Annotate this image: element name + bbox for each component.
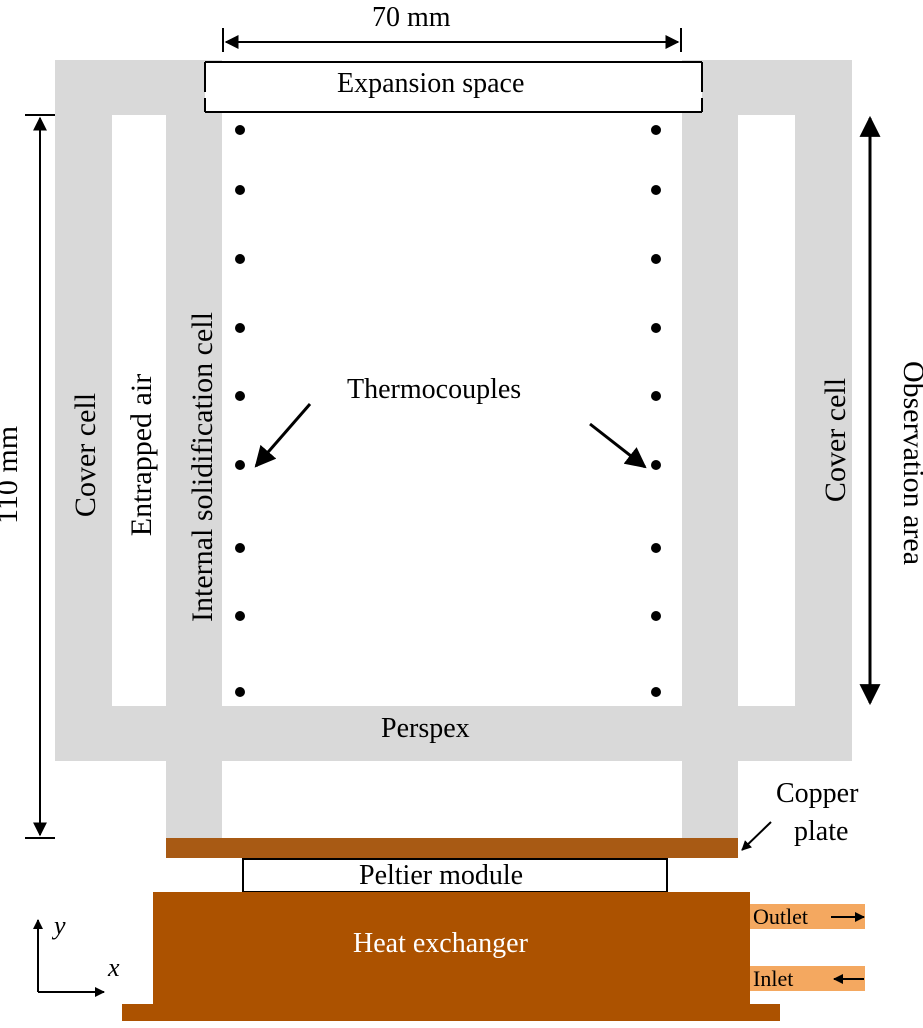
copper-plate-label-line1: Copper xyxy=(776,778,859,809)
height-dimension-label: 110 mm xyxy=(0,425,24,525)
heat-exchanger-base xyxy=(122,1004,780,1021)
coordinate-axes xyxy=(33,919,105,997)
outlet-label: Outlet xyxy=(753,904,808,929)
thermocouple-point xyxy=(235,687,245,697)
cover-cell-left-label: Cover cell xyxy=(69,392,102,518)
copper-plate-label-line2: plate xyxy=(794,816,849,847)
thermocouples-label: Thermocouples xyxy=(347,374,522,405)
thermocouples-left xyxy=(235,125,245,697)
observation-area-label: Observation area xyxy=(897,360,923,566)
inlet-label: Inlet xyxy=(753,966,794,991)
width-dimension-label: 70 mm xyxy=(372,2,451,33)
thermocouple-point xyxy=(235,543,245,553)
thermocouple-point xyxy=(235,460,245,470)
thermocouple-point xyxy=(235,185,245,195)
thermocouple-point xyxy=(651,125,661,135)
height-dimension xyxy=(25,114,55,839)
thermocouple-point xyxy=(235,254,245,264)
thermocouple-point xyxy=(235,323,245,333)
thermocouple-point xyxy=(651,185,661,195)
perspex-left-outer xyxy=(55,60,112,760)
perspex-frame xyxy=(55,60,852,838)
thermocouple-point xyxy=(651,254,661,264)
thermocouple-arrow-right xyxy=(589,422,647,469)
thermocouple-point xyxy=(235,611,245,621)
thermocouple-point xyxy=(235,125,245,135)
peltier-module-box xyxy=(242,858,668,893)
thermocouple-point xyxy=(651,543,661,553)
axis-x-label: x xyxy=(108,953,120,982)
thermocouple-point xyxy=(651,323,661,333)
width-dimension xyxy=(222,28,682,52)
perspex-bottom xyxy=(55,706,852,761)
thermocouple-point xyxy=(235,391,245,401)
perspex-label: Perspex xyxy=(381,713,470,744)
axis-y-label: y xyxy=(54,911,66,940)
expansion-space-box xyxy=(204,61,703,113)
thermocouple-point xyxy=(651,460,661,470)
perspex-right-outer xyxy=(795,60,852,760)
peltier-module-label: Peltier module xyxy=(359,860,524,891)
copper-plate xyxy=(166,838,738,858)
thermocouple-arrow-left xyxy=(254,403,312,468)
thermocouples-right xyxy=(651,125,661,697)
internal-cell-label: Internal solidification cell xyxy=(186,312,219,622)
entrapped-air-label: Entrapped air xyxy=(125,373,158,537)
expansion-space-label: Expansion space xyxy=(337,68,525,99)
cover-cell-right-label: Cover cell xyxy=(819,377,852,503)
heat-exchanger-label: Heat exchanger xyxy=(353,928,528,959)
heat-exchanger-body xyxy=(153,892,750,1004)
copper-plate-arrow xyxy=(741,821,772,851)
thermocouple-point xyxy=(651,687,661,697)
thermocouple-point xyxy=(651,391,661,401)
thermocouple-point xyxy=(651,611,661,621)
